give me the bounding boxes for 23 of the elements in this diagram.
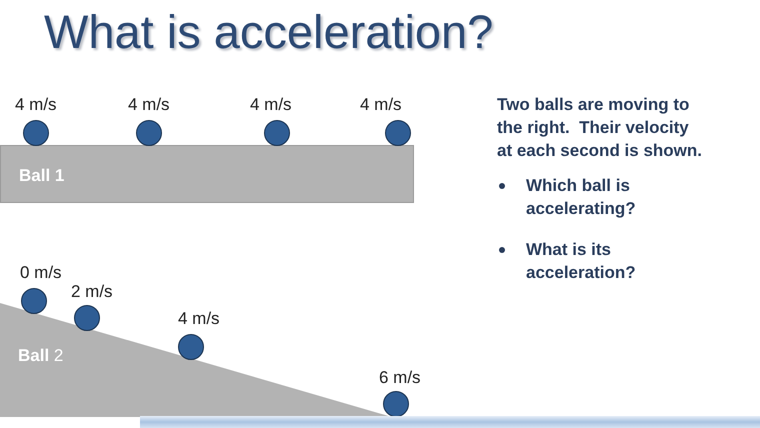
velocity-label: 4 m/s (15, 95, 57, 115)
velocity-label: 4 m/s (360, 95, 402, 115)
question-text: Which ball is accelerating? (526, 175, 637, 220)
ball-label: Ball 1 (19, 166, 64, 186)
velocity-label: 0 m/s (20, 263, 62, 283)
flat-track (0, 145, 414, 203)
ball (74, 305, 100, 331)
velocity-label: 4 m/s (128, 95, 170, 115)
question-text: What is its acceleration? (526, 239, 637, 284)
ball-label: Ball 2 (18, 346, 64, 366)
ball (178, 334, 204, 360)
ball (264, 120, 290, 146)
velocity-label: 4 m/s (250, 95, 292, 115)
velocity-label: 6 m/s (379, 368, 421, 388)
ball (23, 120, 49, 146)
ball (385, 120, 411, 146)
velocity-label: 2 m/s (71, 282, 113, 302)
slide-title: What is acceleration? (44, 4, 494, 60)
ball (21, 288, 47, 314)
velocity-label: 4 m/s (178, 309, 220, 329)
description-text: Two balls are moving to the right. Their velocity at each second is shown. (497, 94, 704, 162)
ball (136, 120, 162, 146)
ball (383, 391, 409, 417)
